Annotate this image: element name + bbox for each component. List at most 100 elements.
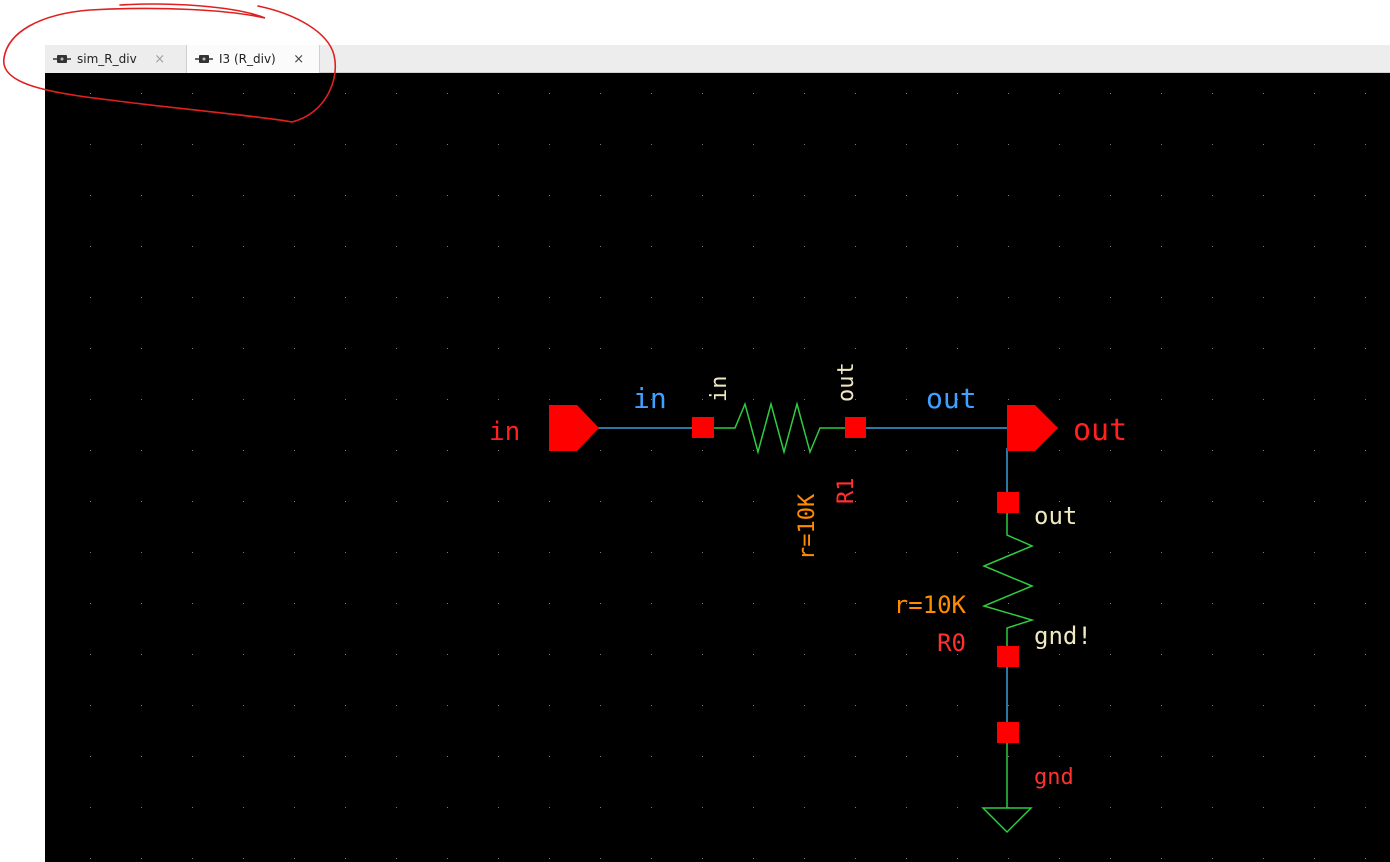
tab-bar: sim_R_div × I3 (R_div) × [45,45,1390,73]
grid-dot [498,450,499,451]
grid-dot [651,144,652,145]
tab-close-icon[interactable]: × [154,51,166,67]
resistor-r0[interactable] [981,492,1035,667]
grid-dot [192,552,193,553]
grid-dot [804,450,805,451]
grid-dot [498,195,499,196]
grid-dot [294,195,295,196]
grid-dot [294,93,295,94]
schematic-canvas[interactable]: in in in out r=10K R1 out out out gnd! r… [45,73,1390,862]
grid-dot [1314,603,1315,604]
grid-dot [447,144,448,145]
tab-i3-r-div[interactable]: I3 (R_div) × [186,45,320,73]
grid-dot [906,654,907,655]
grid-dot [600,807,601,808]
grid-dot [294,654,295,655]
grid-dot [1110,93,1111,94]
tab-close-icon[interactable]: × [293,51,305,67]
grid-dot [396,705,397,706]
grid-dot [141,807,142,808]
grid-dot [906,297,907,298]
r1-terminal-plus[interactable] [692,417,714,438]
grid-dot [1161,858,1162,859]
grid-dot [90,756,91,757]
grid-dot [1365,246,1366,247]
grid-dot [90,297,91,298]
grid-dot [192,756,193,757]
grid-dot [804,807,805,808]
grid-dot [1059,501,1060,502]
grid-dot [957,246,958,247]
grid-dot [1263,399,1264,400]
grid-dot [1212,348,1213,349]
grid-dot [651,297,652,298]
grid-dot [855,807,856,808]
r1-name: R1 [834,478,859,505]
r0-terminal-minus[interactable] [997,646,1019,667]
grid-dot [447,858,448,859]
grid-dot [600,705,601,706]
grid-dot [141,93,142,94]
grid-dot [651,246,652,247]
ground-symbol[interactable] [981,722,1033,834]
grid-dot [804,348,805,349]
grid-dot [702,297,703,298]
grid-dot [141,348,142,349]
grid-dot [1263,195,1264,196]
ground-terminal[interactable] [997,722,1019,743]
grid-dot [804,501,805,502]
grid-dot [702,144,703,145]
resistor-r1[interactable] [692,401,866,455]
grid-dot [1110,144,1111,145]
grid-dot [1059,246,1060,247]
grid-dot [294,450,295,451]
r0-terminal-plus[interactable] [997,492,1019,513]
grid-dot [600,450,601,451]
grid-dot [1314,348,1315,349]
grid-dot [804,756,805,757]
grid-dot [1110,552,1111,553]
grid-dot [396,348,397,349]
wires [598,427,1008,722]
grid-dot [753,144,754,145]
grid-dot [243,93,244,94]
grid-dot [192,195,193,196]
r1-terminal-plus-label: in [707,376,732,403]
grid-dot [804,603,805,604]
grid-dot [396,297,397,298]
grid-dot [447,348,448,349]
grid-dot [906,552,907,553]
grid-dot [192,246,193,247]
input-pin[interactable] [549,405,599,451]
grid-dot [1110,297,1111,298]
output-pin[interactable] [1007,405,1058,451]
grid-dot [600,297,601,298]
grid-dot [906,144,907,145]
grid-dot [1008,348,1009,349]
grid-dot [855,399,856,400]
grid-dot [1314,144,1315,145]
grid-dot [651,195,652,196]
grid-dot [957,450,958,451]
grid-dot [600,246,601,247]
grid-dot [804,705,805,706]
grid-dot [1161,450,1162,451]
grid-dot [345,858,346,859]
grid-dot [294,297,295,298]
grid-dot [498,654,499,655]
tab-sim-r-div[interactable]: sim_R_div × [45,45,186,73]
grid-dot [549,399,550,400]
grid-dot [1365,297,1366,298]
grid-dot [1008,297,1009,298]
grid-dot [804,93,805,94]
r1-terminal-minus[interactable] [845,417,866,438]
grid-dot [1212,552,1213,553]
grid-dot [396,399,397,400]
grid-dot [294,144,295,145]
grid-dot [906,501,907,502]
grid-dot [702,552,703,553]
grid-dot [141,552,142,553]
grid-dot [1365,705,1366,706]
grid-dot [345,450,346,451]
grid-dot [141,195,142,196]
